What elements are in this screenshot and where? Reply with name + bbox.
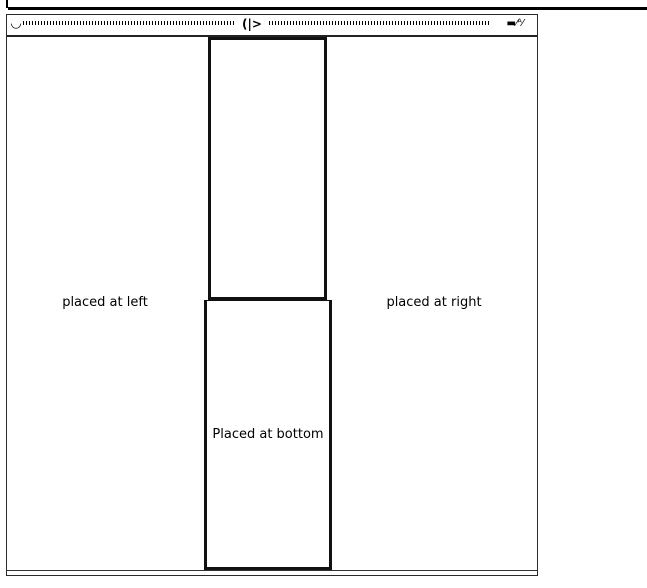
title-bar-stripe [269,21,491,25]
bottom-edge [7,570,537,575]
title-bar[interactable]: ◡ (|> ▬⁄ᴬ⁄ [7,15,537,37]
title-glyph: (|> [242,17,262,31]
corner-mark [6,0,8,8]
window-controls-icon[interactable]: ▬⁄ᴬ⁄ [506,18,524,29]
right-region-label: placed at right [386,295,482,310]
title-bar-stripe [23,21,235,25]
left-region-label: placed at left [62,295,148,310]
right-region: placed at right [331,37,537,571]
top-rule [8,7,647,10]
left-region: placed at left [7,37,203,571]
window-menu-icon[interactable]: ◡ [10,16,22,31]
bottom-region-label: Placed at bottom [212,427,324,442]
top-region [208,37,327,300]
app-window: ◡ (|> ▬⁄ᴬ⁄ placed at left Placed at bott… [6,14,538,576]
bottom-region: Placed at bottom [204,300,332,570]
